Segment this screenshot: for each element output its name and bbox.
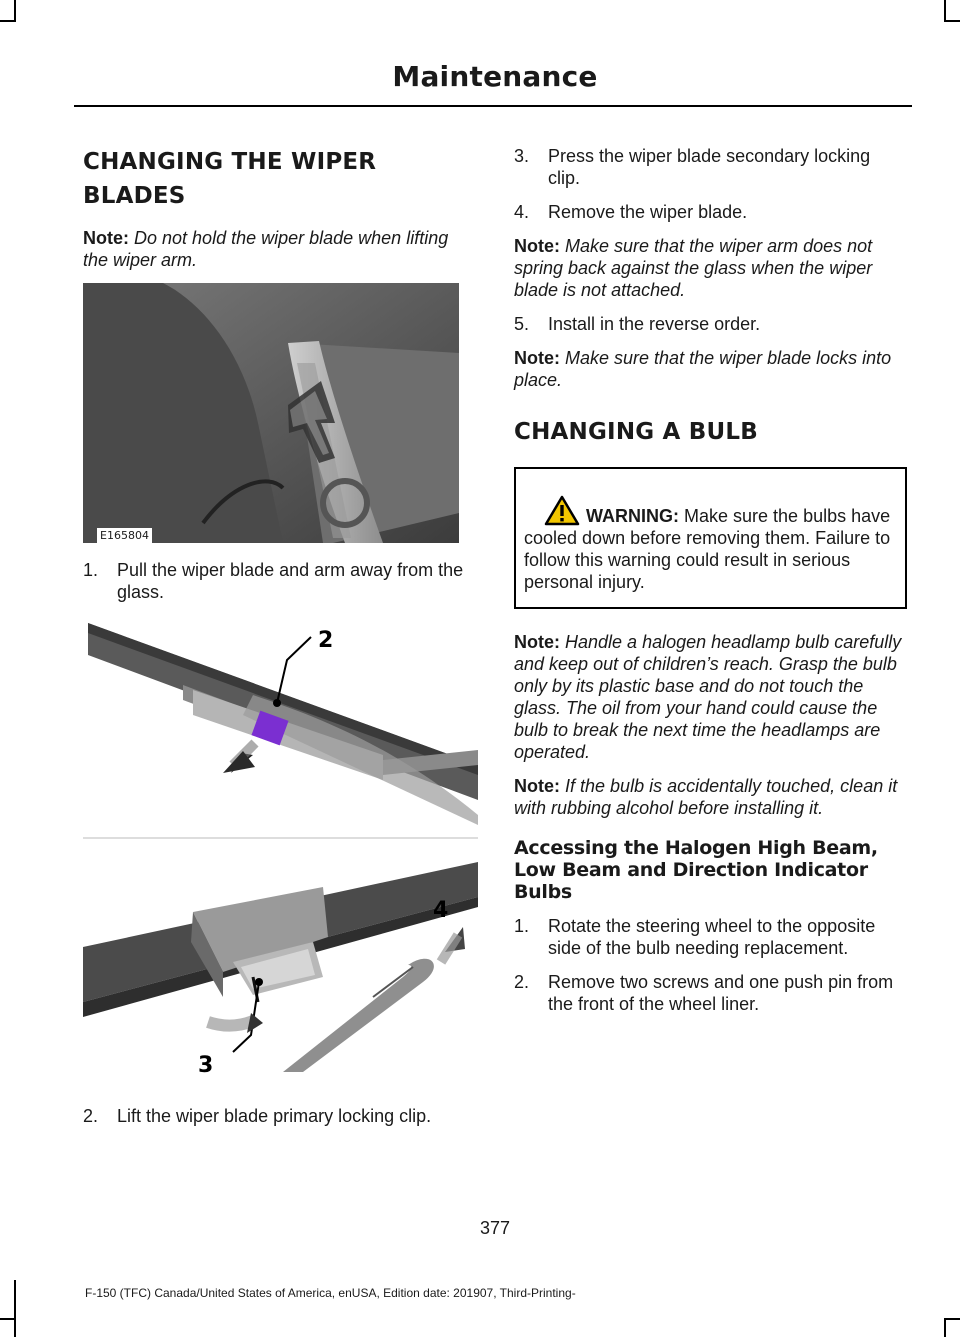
header-divider [74, 105, 912, 107]
note-text: Do not hold the wiper blade when lifting… [83, 228, 449, 270]
callout-3: 3 [198, 1053, 213, 1078]
note-text: Make sure that the wiper blade locks int… [514, 348, 892, 390]
note-wiper-lift: Note: Do not hold the wiper blade when l… [83, 227, 478, 271]
warning-box: WARNING: Make sure the bulbs have cooled… [514, 467, 907, 609]
note-text: If the bulb is accidentally touched, cle… [514, 776, 898, 818]
note-blade-locks: Note: Make sure that the wiper blade loc… [514, 347, 907, 391]
note-label: Note: [514, 632, 560, 652]
callout-2: 2 [318, 628, 333, 653]
primary-clip-illustration: 2 [83, 615, 478, 825]
note-label: Note: [83, 228, 129, 248]
step-number: 1. [83, 560, 99, 580]
crop-mark [14, 0, 16, 22]
step-text: Install in the reverse order. [548, 314, 761, 334]
step-number: 2. [83, 1106, 99, 1126]
step-text: Lift the wiper blade primary locking cli… [117, 1106, 432, 1126]
step-number: 2. [514, 972, 530, 992]
step-number: 1. [514, 916, 530, 936]
figure-wiper-arm: E165804 [83, 283, 459, 543]
crop-mark [944, 1318, 946, 1337]
footer-edition-text: F-150 (TFC) Canada/United States of Amer… [85, 1286, 576, 1300]
figure-divider [83, 837, 478, 839]
note-bulb-touched: Note: If the bulb is accidentally touche… [514, 775, 907, 819]
crop-mark [14, 1280, 16, 1337]
crop-mark [0, 1318, 16, 1320]
subheading-accessing-bulbs: Accessing the Halogen High Beam, Low Bea… [514, 837, 878, 903]
step-press-secondary-clip: 3. Press the wiper blade secondary locki… [514, 145, 907, 189]
callout-4: 4 [433, 898, 448, 923]
step-lift-primary-clip: 2. Lift the wiper blade primary locking … [83, 1105, 478, 1127]
note-label: Note: [514, 236, 560, 256]
step-text: Pull the wiper blade and arm away from t… [117, 560, 464, 602]
step-text: Rotate the steering wheel to the opposit… [548, 916, 876, 958]
step-install-reverse: 5. Install in the reverse order. [514, 313, 907, 335]
warning-label: WARNING: [586, 506, 679, 526]
wiper-arm-illustration [83, 283, 459, 543]
figure-secondary-clip: 3 4 [83, 857, 478, 1087]
crop-mark [944, 20, 960, 22]
figure-id-label: E165804 [97, 528, 152, 543]
note-text: Make sure that the wiper arm does not sp… [514, 236, 873, 300]
note-halogen-handling: Note: Handle a halogen headlamp bulb car… [514, 631, 907, 763]
crop-mark [944, 0, 946, 22]
note-label: Note: [514, 348, 560, 368]
step-number: 4. [514, 202, 530, 222]
step-rotate-steering: 1. Rotate the steering wheel to the oppo… [514, 915, 907, 959]
secondary-clip-illustration: 3 4 [83, 857, 478, 1087]
crop-mark [944, 1318, 960, 1320]
section-heading-bulb: CHANGING A BULB [514, 419, 758, 445]
note-label: Note: [514, 776, 560, 796]
right-column: 3. Press the wiper blade secondary locki… [514, 145, 907, 1027]
step-remove-screws: 2. Remove two screws and one push pin fr… [514, 971, 907, 1015]
left-column: CHANGING THE WIPER BLADES Note: Do not h… [83, 145, 478, 1139]
note-wiper-spring: Note: Make sure that the wiper arm does … [514, 235, 907, 301]
warning-triangle-icon [544, 495, 580, 526]
crop-mark [0, 20, 16, 22]
step-remove-blade: 4. Remove the wiper blade. [514, 201, 907, 223]
step-pull-blade: 1. Pull the wiper blade and arm away fro… [83, 559, 478, 603]
step-text: Press the wiper blade secondary locking … [548, 146, 871, 188]
step-text: Remove the wiper blade. [548, 202, 748, 222]
step-text: Remove two screws and one push pin from … [548, 972, 894, 1014]
step-number: 3. [514, 146, 530, 166]
page-header-title: Maintenance [392, 60, 598, 93]
note-text: Handle a halogen headlamp bulb carefully… [514, 632, 902, 762]
step-number: 5. [514, 314, 530, 334]
page-number: 377 [479, 1218, 511, 1238]
warning-text: Make sure the bulbs have cooled down bef… [524, 506, 891, 592]
section-heading-wiper: CHANGING THE WIPER BLADES [83, 149, 377, 209]
figure-primary-clip: 2 [83, 615, 478, 825]
